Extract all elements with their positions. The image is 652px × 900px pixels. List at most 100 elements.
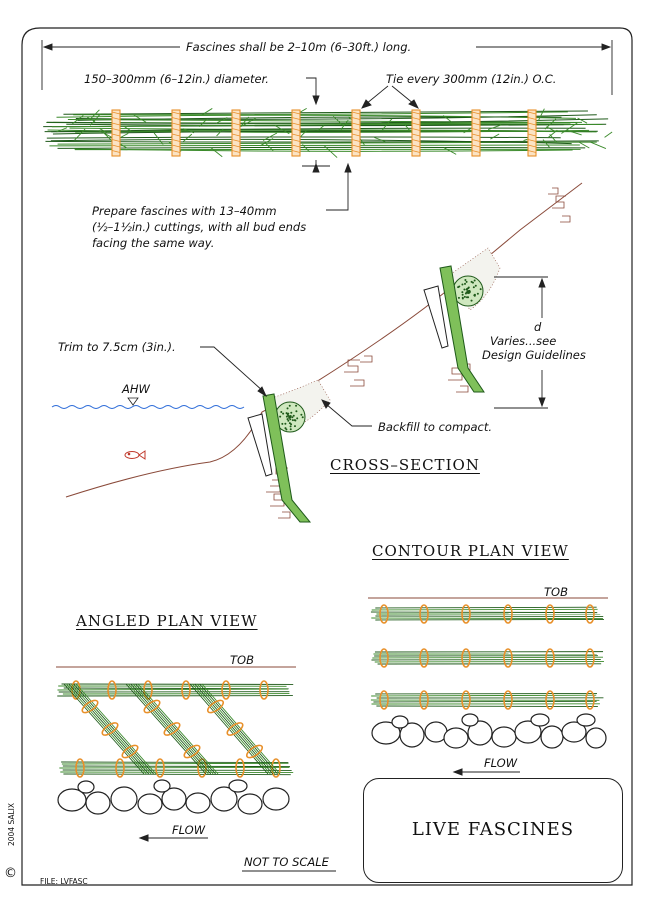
branch-twig <box>324 145 338 158</box>
tie-wrap <box>231 111 241 115</box>
section-dot <box>461 296 464 299</box>
diagonal-tie <box>121 744 139 759</box>
plan-tie <box>461 648 471 668</box>
section-dot <box>467 286 470 289</box>
section-dot <box>294 419 297 422</box>
branch-twig <box>198 118 208 128</box>
tie-wrap <box>351 117 361 120</box>
section-dot <box>301 416 304 419</box>
tie-wrap <box>171 139 181 142</box>
contour-plan-view <box>368 597 608 776</box>
tie-wrap <box>471 144 481 148</box>
tie-band <box>291 109 301 157</box>
plan-stem <box>59 766 290 769</box>
plan-stem <box>372 656 604 659</box>
diagonal-tie <box>183 744 201 759</box>
section-dot <box>286 418 289 421</box>
tie-wrap <box>291 128 301 131</box>
plan-stem <box>370 611 598 614</box>
slope-profile <box>65 182 583 498</box>
tie-wrap <box>111 122 121 126</box>
branch-twig <box>210 146 223 158</box>
tie-wrap <box>411 117 421 120</box>
branch-stem <box>50 138 572 145</box>
fascine-section-dots <box>279 278 482 431</box>
tie-wrap <box>411 133 421 137</box>
section-dot <box>284 422 287 425</box>
rock <box>530 713 550 727</box>
section-dot <box>291 419 294 422</box>
branch-twig <box>374 137 386 142</box>
section-dot <box>295 404 298 407</box>
tie-wrap <box>527 139 537 142</box>
section-dot <box>280 411 283 414</box>
diagonal-stem <box>132 683 214 775</box>
plan-tie <box>379 690 389 710</box>
section-dot <box>279 415 282 418</box>
plan-tie <box>419 690 429 710</box>
diagonal-tie <box>163 722 181 736</box>
branch-twig <box>381 118 393 131</box>
section-dot <box>473 294 476 297</box>
section-dot <box>461 283 464 286</box>
section-dot <box>287 412 290 415</box>
tie-wrap <box>471 117 481 120</box>
trim-note: Trim to 7.5cm (3in.). <box>58 340 176 354</box>
fish-icon <box>124 450 146 460</box>
section-dot <box>284 427 287 430</box>
tie-wrap <box>231 133 241 137</box>
plan-stem <box>375 692 598 695</box>
branch-twig <box>153 132 164 145</box>
rock <box>210 786 238 812</box>
branch-twig <box>561 122 578 134</box>
section-dot <box>464 282 467 285</box>
section-dot <box>479 288 482 291</box>
plan-stem <box>375 618 604 621</box>
section-dot <box>471 281 474 284</box>
plan-tie <box>379 648 389 668</box>
section-dot <box>464 278 467 281</box>
branch-stem <box>51 127 586 133</box>
section-dot <box>300 413 303 416</box>
diagonal-stem <box>66 683 147 775</box>
plan-stem <box>57 688 288 691</box>
section-dot <box>466 290 469 293</box>
prepare-note-line1: Prepare fascines with 13–40mm <box>92 204 277 218</box>
cross-section-title: CROSS–SECTION <box>330 456 480 474</box>
branch-twig <box>340 119 349 130</box>
rock <box>514 720 542 744</box>
section-dot <box>457 296 460 299</box>
rock <box>110 786 138 812</box>
diagonal-stem <box>199 683 278 775</box>
flow-label-angled: FLOW <box>172 823 206 837</box>
branch-stem <box>51 123 571 128</box>
section-dot <box>296 417 299 420</box>
tie-wrap <box>231 117 241 120</box>
plan-tie <box>461 604 471 624</box>
branch-stem <box>57 146 586 149</box>
branch-twig <box>216 128 224 137</box>
section-dot <box>295 410 298 413</box>
tie-wrap <box>351 150 361 153</box>
branch-twig <box>487 124 502 131</box>
section-dot <box>291 416 294 419</box>
tie-band <box>231 109 241 157</box>
tie-wrap <box>171 111 181 115</box>
tie-wrap <box>411 144 421 148</box>
branch-twig <box>590 141 607 149</box>
tie-wrap <box>527 144 537 148</box>
plan-tie <box>143 680 153 700</box>
diameter-leader <box>302 77 330 173</box>
tie-wrap <box>111 128 121 131</box>
branch-stem <box>69 127 597 133</box>
branch-twig <box>182 133 193 142</box>
tie-wrap <box>291 150 301 153</box>
plan-tie <box>181 680 191 700</box>
section-dot <box>461 291 464 294</box>
cross-section-view <box>51 182 583 523</box>
plan-tie <box>75 758 85 778</box>
branch-twig <box>604 131 613 138</box>
plan-tie <box>503 648 513 668</box>
tie-wrap <box>171 150 181 153</box>
